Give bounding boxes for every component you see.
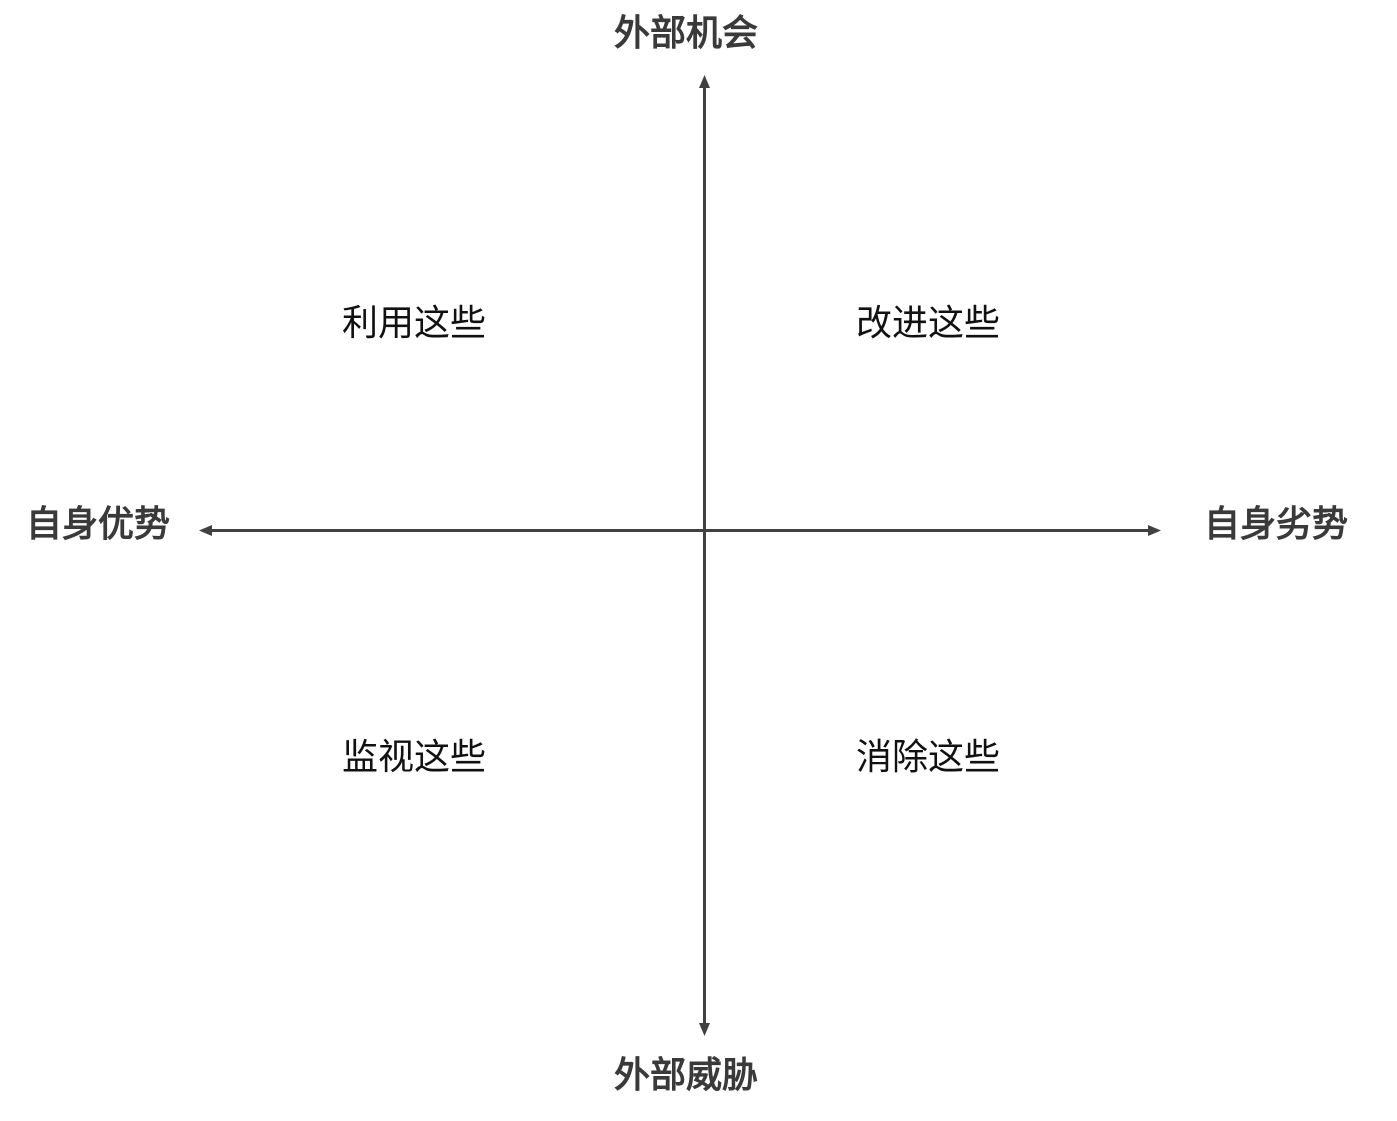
quadrant-label-improve: 改进这些	[856, 303, 1001, 344]
quadrant-label-monitor: 监视这些	[342, 737, 487, 778]
axis-label-weaknesses: 自身劣势	[1204, 504, 1349, 545]
arrow-up-icon	[699, 75, 710, 88]
arrow-down-icon	[699, 1023, 710, 1036]
axis-label-opportunities: 外部机会	[614, 13, 759, 54]
quadrant-label-exploit: 利用这些	[342, 303, 487, 344]
arrow-left-icon	[199, 525, 212, 536]
vertical-axis	[699, 75, 710, 1036]
axis-label-strengths: 自身优势	[26, 504, 171, 545]
horizontal-axis	[199, 525, 1161, 536]
arrow-right-icon	[1148, 525, 1161, 536]
axis-label-threats: 外部威胁	[614, 1055, 759, 1096]
quadrant-label-eliminate: 消除这些	[856, 737, 1001, 778]
